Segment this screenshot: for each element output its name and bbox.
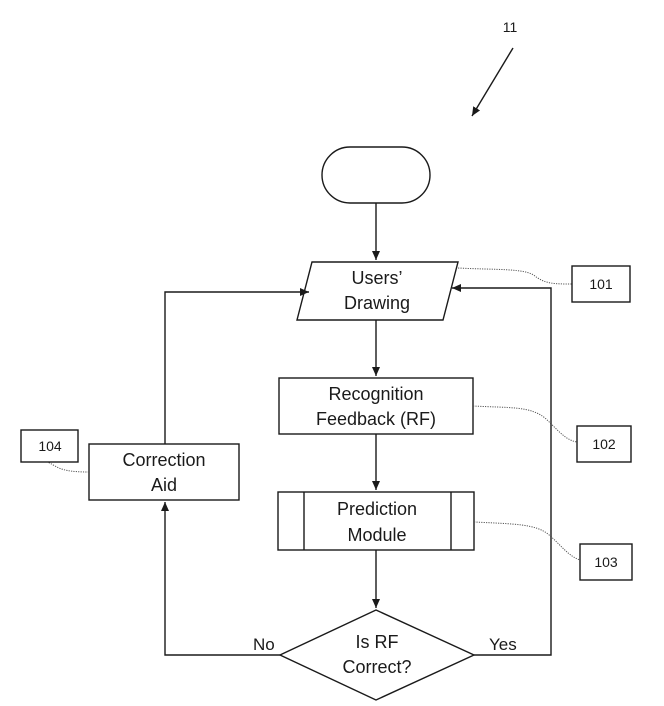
no-branch-label: No bbox=[253, 635, 275, 654]
decision-label-line2: Correct? bbox=[342, 657, 411, 677]
users-drawing-label-line1: Users’ bbox=[351, 268, 402, 288]
arrow-yes-to-drawing bbox=[452, 288, 551, 655]
users-drawing-label-line2: Drawing bbox=[344, 293, 410, 313]
figure-number: 11 bbox=[503, 19, 518, 35]
ref-label-104: 104 bbox=[38, 438, 62, 454]
ref-label-103: 103 bbox=[594, 554, 618, 570]
ref-label-102: 102 bbox=[592, 436, 616, 452]
arrow-no-to-correction bbox=[165, 502, 280, 655]
leader-103 bbox=[474, 522, 580, 560]
prediction-module-label-line2: Module bbox=[347, 525, 406, 545]
decision-node bbox=[280, 610, 474, 700]
leader-102 bbox=[473, 406, 577, 442]
prediction-module-label-line1: Prediction bbox=[337, 499, 417, 519]
figure-pointer-arrow bbox=[472, 48, 513, 116]
recognition-feedback-label-line1: Recognition bbox=[328, 384, 423, 404]
correction-aid-label-line2: Aid bbox=[151, 475, 177, 495]
recognition-feedback-label-line2: Feedback (RF) bbox=[316, 409, 436, 429]
correction-aid-label-line1: Correction bbox=[122, 450, 205, 470]
start-terminal bbox=[322, 147, 430, 203]
yes-branch-label: Yes bbox=[489, 635, 517, 654]
ref-label-101: 101 bbox=[589, 276, 613, 292]
leader-101 bbox=[458, 268, 572, 284]
decision-label-line1: Is RF bbox=[356, 632, 399, 652]
